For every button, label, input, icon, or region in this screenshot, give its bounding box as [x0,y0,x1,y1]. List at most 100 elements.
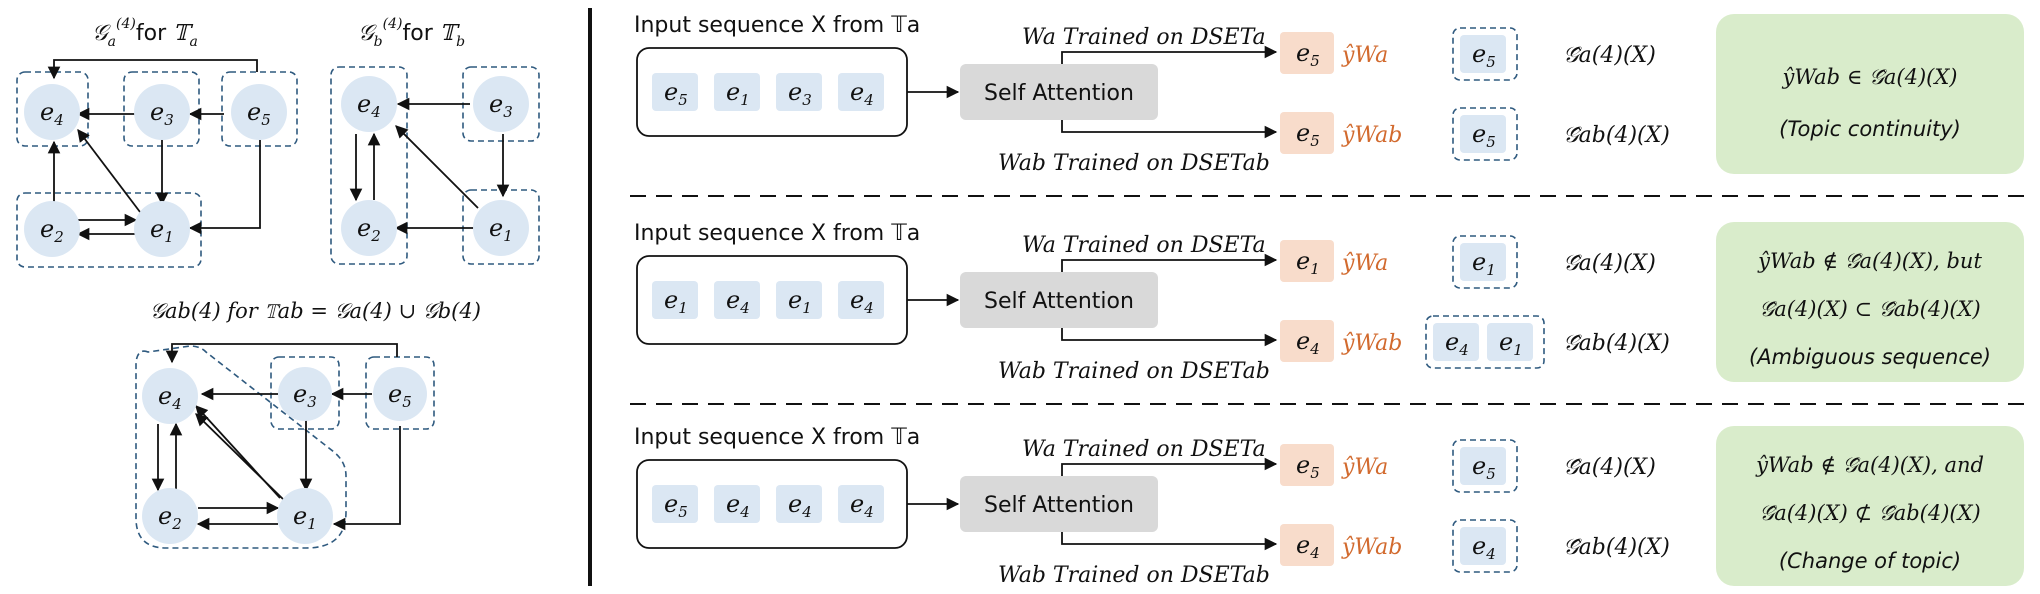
input-label: Input sequence X from 𝕋a [634,13,920,38]
y-hat-top: ŷWa [1341,455,1388,480]
svg-text:e5: e5 [1296,119,1320,150]
svg-text:e4: e4 [726,490,750,521]
predicted-set-bottom-token: e4 [1433,323,1479,361]
self-attention-box [960,272,1158,328]
predicted-set-top-label: 𝒢̂a(4)(X) [1563,455,1656,480]
input-token: e4 [838,485,884,523]
graph-ab-node-e5: e5 [373,367,427,421]
graph-a-title: 𝒢a(4)for 𝕋a [92,16,198,50]
top-branch-arrow [1061,253,1278,272]
svg-text:e1: e1 [726,78,750,109]
input-token: e4 [776,485,822,523]
verdict-caption: (Ambiguous sequence) [1749,345,1991,369]
top-branch-label: Wa Trained on DSETa [1022,437,1266,462]
svg-text:e4: e4 [40,98,64,129]
output-top-token: e5 [1280,444,1334,486]
bottom-branch-arrow [1061,328,1278,347]
svg-text:e1: e1 [150,215,174,246]
graph-b-node-e2: e2 [341,200,397,256]
verdict-caption: (Change of topic) [1779,549,1961,573]
graph-a-node-e1: e1 [134,201,190,257]
input-token: e1 [776,281,822,319]
svg-text:e5: e5 [1296,39,1320,70]
bottom-branch-arrow [1061,120,1278,139]
self-attention-label: Self Attention [984,81,1134,106]
graph-ab-group-e4-e2-e1 [135,345,347,549]
self-attention-label: Self Attention [984,493,1134,518]
graph-a-group-e2-e1 [16,192,202,268]
verdict-line-2: 𝒢̂a(4)(X) ⊄ 𝒢̂ab(4)(X) [1759,501,1981,525]
svg-text:e2: e2 [40,215,64,246]
svg-text:e3: e3 [150,98,174,129]
graph-b-node-e4: e4 [341,76,397,132]
bottom-branch-label: Wab Trained on DSETab [998,151,1270,176]
svg-text:e5: e5 [1472,120,1496,151]
svg-text:e4: e4 [1296,531,1320,562]
self-attention-box [960,64,1158,120]
graph-ab-node-e4: e4 [142,368,198,424]
verdict-caption: (Topic continuity) [1779,117,1961,141]
verdict-line-2: 𝒢̂a(4)(X) ⊂ 𝒢̂ab(4)(X) [1759,297,1981,321]
svg-text:e3: e3 [293,380,317,411]
top-branch-arrow [1061,457,1278,476]
row-1: Input sequence X from 𝕋a e5 e1 e3 e4 Self Att… [634,13,2024,176]
svg-text:e1: e1 [788,286,812,317]
svg-text:e1: e1 [1472,248,1496,279]
y-hat-bottom: ŷWab [1341,331,1402,356]
verdict-box [1716,426,2024,586]
input-token: e4 [838,73,884,111]
graph-a-node-e3: e3 [134,84,190,140]
graph-ab-node-e2: e2 [142,488,198,544]
svg-text:e4: e4 [1296,327,1320,358]
graph-b-group-e4-e2 [330,66,408,265]
input-token: e4 [714,281,760,319]
svg-text:e1: e1 [664,286,688,317]
svg-text:e5: e5 [664,490,688,521]
predicted-set-bottom-label: 𝒢̂ab(4)(X) [1563,331,1670,356]
svg-text:e4: e4 [726,286,750,317]
svg-text:e1: e1 [293,502,317,533]
svg-text:e1: e1 [489,214,513,245]
graph-b-node-e3: e3 [473,76,529,132]
graph-ab-node-e3: e3 [278,367,332,421]
predicted-set-bottom-token: e5 [1460,115,1506,153]
graph-ab-node-e1: e1 [277,488,333,544]
predicted-set-bottom [1452,519,1518,573]
svg-text:e4: e4 [850,490,874,521]
y-hat-top: ŷWa [1341,251,1388,276]
bottom-branch-label: Wab Trained on DSETab [998,359,1270,384]
predicted-set-bottom-label: 𝒢̂ab(4)(X) [1563,123,1670,148]
predicted-set-top-label: 𝒢̂a(4)(X) [1563,43,1656,68]
svg-text:e4: e4 [1445,328,1469,359]
graph-a-node-e5: e5 [231,84,287,140]
input-token: e1 [652,281,698,319]
svg-text:e5: e5 [1296,451,1320,482]
verdict-line-1: ŷWab ∈ 𝒢̂a(4)(X) [1781,65,1957,89]
svg-text:e1: e1 [1499,328,1523,359]
graph-a-node-e2: e2 [24,201,80,257]
input-label: Input sequence X from 𝕋a [634,221,920,246]
predicted-set-bottom-label: 𝒢̂ab(4)(X) [1563,535,1670,560]
input-token: e1 [714,73,760,111]
output-bottom-token: e5 [1280,112,1334,154]
verdict-line-1: ŷWab ∉ 𝒢̂a(4)(X), and [1755,453,1984,477]
input-token: e5 [652,485,698,523]
input-token: e4 [838,281,884,319]
predicted-set-top [1452,439,1518,493]
predicted-set-bottom-token: e4 [1460,527,1506,565]
verdict-line-1: ŷWab ∉ 𝒢̂a(4)(X), but [1757,249,1982,273]
output-bottom-token: e4 [1280,320,1334,362]
verdict-box [1716,222,2024,382]
bottom-branch-arrow [1061,532,1278,551]
input-token: e3 [776,73,822,111]
svg-text:e3: e3 [489,90,513,121]
svg-text:e4: e4 [357,90,381,121]
svg-text:e2: e2 [357,214,381,245]
predicted-set-top [1452,27,1518,81]
svg-text:e4: e4 [850,78,874,109]
predicted-set-top [1452,235,1518,289]
